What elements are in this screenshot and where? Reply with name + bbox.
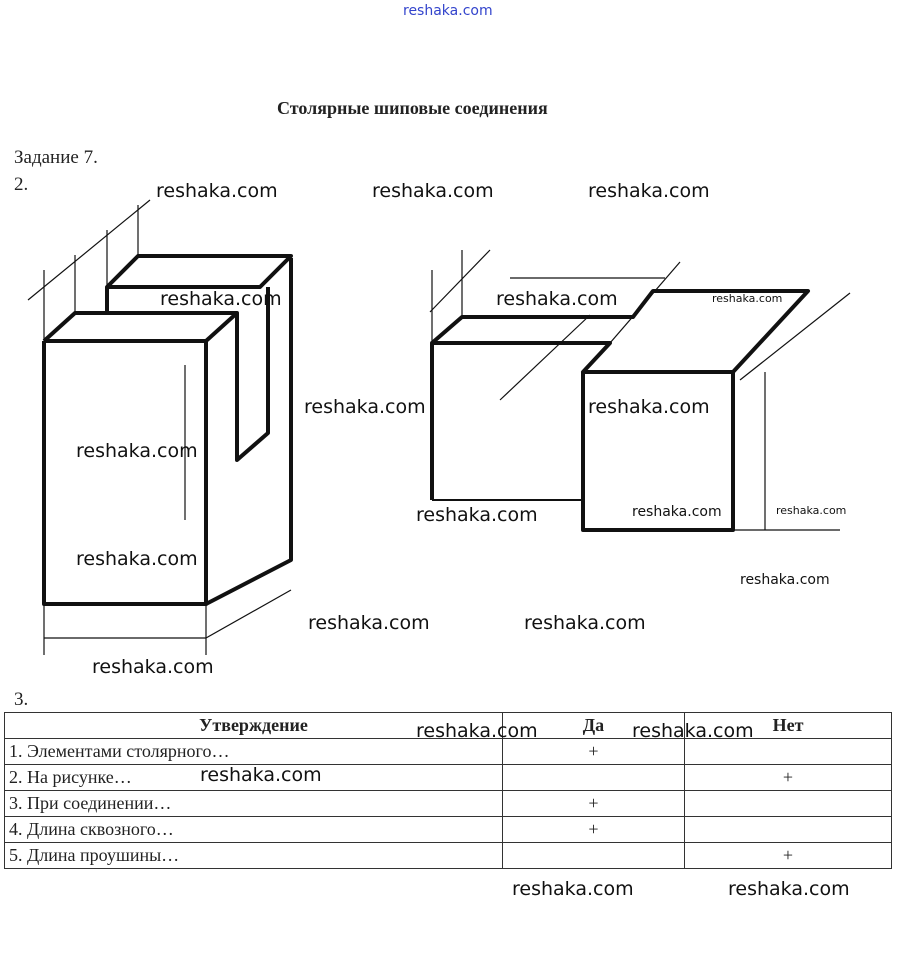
watermark: reshaka.com: [632, 720, 754, 742]
table-row: 4. Длина сквозного…+: [4, 816, 892, 843]
yes-cell: +: [502, 816, 685, 843]
header-yes: Да: [502, 712, 685, 739]
table-row: 5. Длина проушины… +: [4, 842, 892, 869]
watermark: reshaka.com: [728, 878, 850, 900]
watermark: reshaka.com: [416, 720, 538, 742]
yes-cell: [502, 764, 685, 791]
watermark: reshaka.com: [76, 440, 198, 462]
watermark: reshaka.com: [416, 504, 538, 526]
watermark: reshaka.com: [372, 180, 494, 202]
statement-cell: 4. Длина сквозного…: [4, 816, 503, 843]
mortise-dimension-lines: [429, 249, 851, 531]
statement-cell: 5. Длина проушины…: [4, 842, 503, 869]
statements-table: Утверждение Да Нет 1. Элементами столярн…: [4, 712, 892, 869]
no-cell: [684, 790, 892, 817]
watermark: reshaka.com: [160, 288, 282, 310]
table-row: 2. На рисунке… +: [4, 764, 892, 791]
section-3-label: 3.: [14, 689, 29, 710]
tenon-dimension-lines: [27, 199, 292, 655]
watermark: reshaka.com: [588, 396, 710, 418]
watermark: reshaka.com: [76, 548, 198, 570]
header-statement: Утверждение: [4, 712, 503, 739]
table-row: 1. Элементами столярного…+: [4, 738, 892, 765]
watermark: reshaka.com: [200, 764, 322, 786]
watermark: reshaka.com: [92, 656, 214, 678]
yes-cell: +: [502, 738, 685, 765]
table-header-row: Утверждение Да Нет: [4, 712, 892, 739]
statement-cell: 2. На рисунке…: [4, 764, 503, 791]
watermark: reshaka.com: [632, 504, 722, 520]
watermark: reshaka.com: [512, 878, 634, 900]
watermark: reshaka.com: [156, 180, 278, 202]
watermark: reshaka.com: [776, 504, 847, 517]
joint-drawings: [27, 199, 851, 655]
watermark: reshaka.com: [740, 572, 830, 588]
no-cell: [684, 738, 892, 765]
mortise-part-drawing: [430, 289, 810, 532]
watermark: reshaka.com: [524, 612, 646, 634]
watermark: reshaka.com: [304, 396, 426, 418]
no-cell: [684, 816, 892, 843]
watermark: reshaka.com: [308, 612, 430, 634]
section-2-label: 2.: [14, 174, 29, 195]
no-cell: +: [684, 842, 892, 869]
yes-cell: [502, 842, 685, 869]
watermark: reshaka.com: [496, 288, 618, 310]
page-title: Столярные шиповые соединения: [277, 98, 548, 118]
header-watermark: reshaka.com: [403, 3, 493, 19]
task-label: Задание 7.: [14, 147, 98, 168]
watermark: reshaka.com: [588, 180, 710, 202]
no-cell: +: [684, 764, 892, 791]
table-row: 3. При соединении…+: [4, 790, 892, 817]
yes-cell: +: [502, 790, 685, 817]
watermark: reshaka.com: [712, 292, 783, 305]
statement-cell: 1. Элементами столярного…: [4, 738, 503, 765]
statement-cell: 3. При соединении…: [4, 790, 503, 817]
